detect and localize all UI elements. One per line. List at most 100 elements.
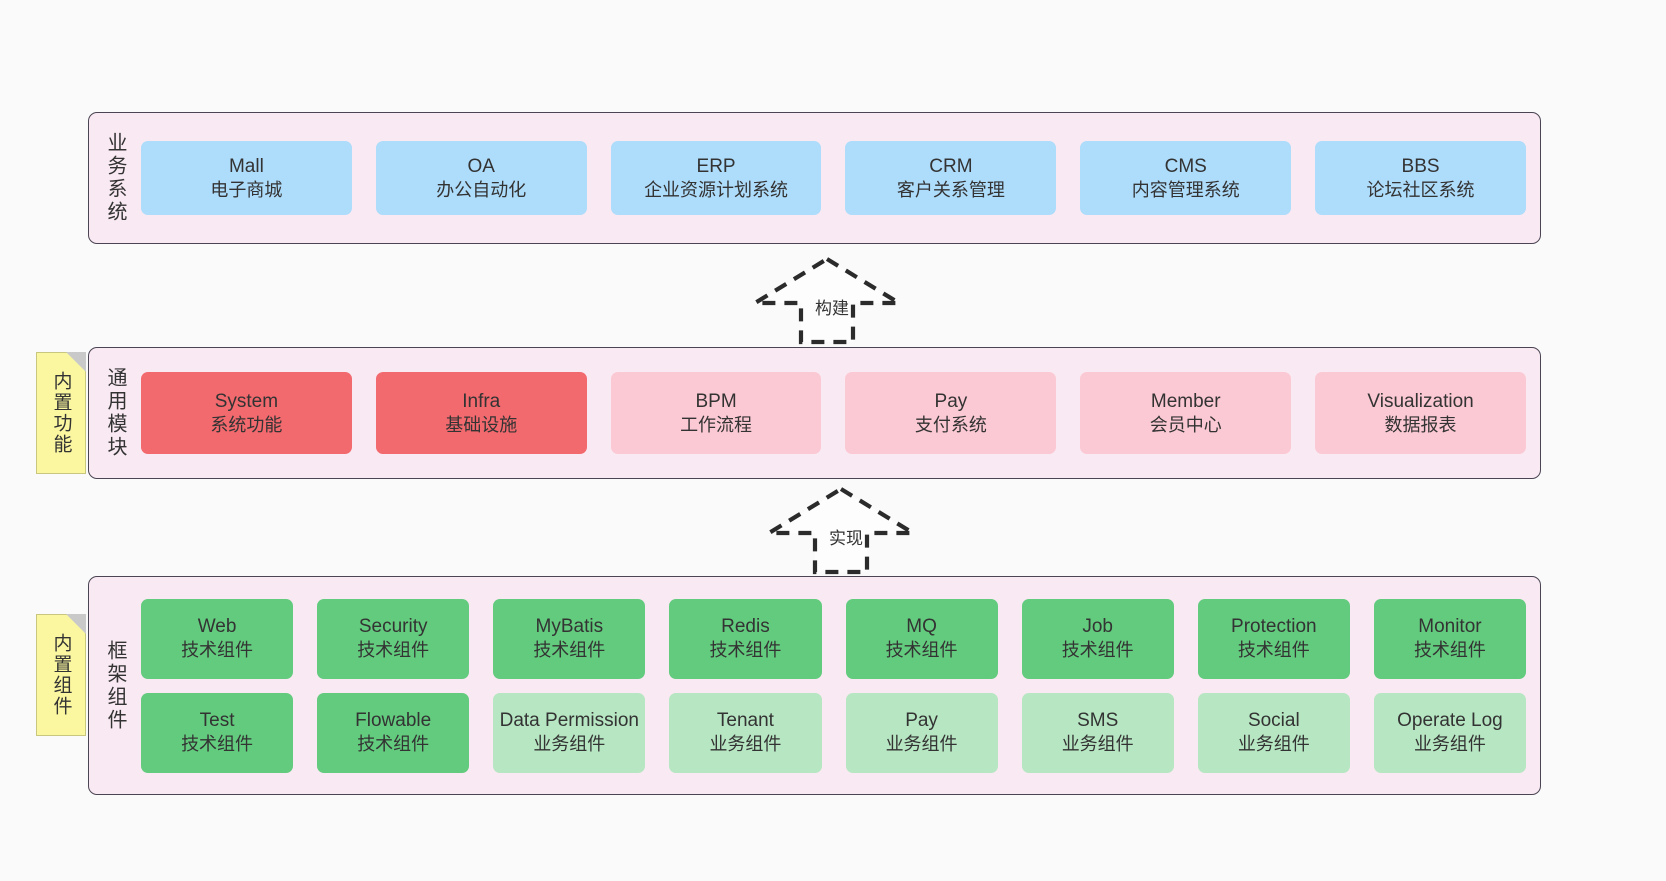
node-title-en: Mall <box>228 155 264 177</box>
node-title-en: MyBatis <box>535 616 604 638</box>
node-visualization[interactable]: Visualization 数据报表 <box>1315 372 1526 454</box>
node-monitor[interactable]: Monitor 技术组件 <box>1373 598 1526 679</box>
node-title-en: Operate Log <box>1397 710 1503 732</box>
node-bpm[interactable]: BPM 工作流程 <box>610 372 822 454</box>
node-title-en: Infra <box>462 390 501 412</box>
row-business-1: Mall 电子商城 OA 办公自动化 ERP 企业资源计划系统 CRM 客户关系… <box>141 141 1526 215</box>
node-title-en: Pay <box>905 710 938 732</box>
node-title-cn: 会员中心 <box>1149 414 1222 435</box>
layer-body-business: Mall 电子商城 OA 办公自动化 ERP 企业资源计划系统 CRM 客户关系… <box>141 113 1540 243</box>
node-title-cn: 工作流程 <box>680 414 753 435</box>
node-title-cn: 技术组件 <box>181 640 254 661</box>
layer-title-business: 业务系统 <box>104 132 126 224</box>
node-title-cn: 业务组件 <box>1061 734 1134 755</box>
node-title-en: Member <box>1150 390 1221 412</box>
node-pay-component[interactable]: Pay 业务组件 <box>845 692 998 773</box>
node-title-cn: 技术组件 <box>1237 640 1310 661</box>
node-title-cn: 企业资源计划系统 <box>644 179 789 200</box>
node-title-cn: 内容管理系统 <box>1131 179 1240 200</box>
node-title-en: CMS <box>1164 155 1207 177</box>
layer-framework-component: 框架组件 Web 技术组件 Security 技术组件 MyBatis 技术组件… <box>88 576 1541 795</box>
node-title-en: Flowable <box>355 710 432 732</box>
node-title-cn: 技术组件 <box>1061 640 1134 661</box>
node-protection[interactable]: Protection 技术组件 <box>1197 598 1350 679</box>
tag-builtin-component: 内置组件 <box>36 614 86 736</box>
row-framework-2: Test 技术组件 Flowable 技术组件 Data Permission … <box>141 692 1526 773</box>
node-sms[interactable]: SMS 业务组件 <box>1021 692 1174 773</box>
node-web[interactable]: Web 技术组件 <box>141 598 294 679</box>
node-job[interactable]: Job 技术组件 <box>1021 598 1174 679</box>
layer-body-common: System 系统功能 Infra 基础设施 BPM 工作流程 Pay 支付系统… <box>141 348 1540 478</box>
node-mall[interactable]: Mall 电子商城 <box>141 141 352 215</box>
layer-common-module: 通用模块 System 系统功能 Infra 基础设施 BPM 工作流程 Pay… <box>88 347 1541 479</box>
node-title-en: Social <box>1247 710 1300 732</box>
node-title-en: SMS <box>1077 710 1119 732</box>
node-title-cn: 技术组件 <box>357 640 430 661</box>
node-title-cn: 办公自动化 <box>436 179 527 200</box>
node-title-en: Pay <box>934 390 968 412</box>
node-title-cn: 客户关系管理 <box>896 179 1005 200</box>
node-crm[interactable]: CRM 客户关系管理 <box>845 141 1057 215</box>
node-operate-log[interactable]: Operate Log 业务组件 <box>1373 692 1526 773</box>
node-title-cn: 技术组件 <box>709 640 782 661</box>
node-title-en: System <box>214 390 279 412</box>
node-bbs[interactable]: BBS 论坛社区系统 <box>1315 141 1526 215</box>
node-title-cn: 系统功能 <box>210 414 283 435</box>
node-title-en: Protection <box>1231 616 1317 638</box>
node-mybatis[interactable]: MyBatis 技术组件 <box>493 598 646 679</box>
node-pay-module[interactable]: Pay 支付系统 <box>845 372 1057 454</box>
layer-title-common: 通用模块 <box>104 367 126 459</box>
arrow-build-label: 构建 <box>815 299 849 318</box>
node-system[interactable]: System 系统功能 <box>141 372 352 454</box>
node-title-en: Visualization <box>1367 390 1474 412</box>
node-cms[interactable]: CMS 内容管理系统 <box>1080 141 1292 215</box>
node-data-permission[interactable]: Data Permission 业务组件 <box>493 692 646 773</box>
arrow-implement: 实现 <box>761 486 921 575</box>
node-title-cn: 基础设施 <box>445 414 518 435</box>
node-title-en: OA <box>467 155 495 177</box>
node-title-en: Redis <box>721 616 770 638</box>
node-title-en: Web <box>197 616 237 638</box>
node-title-cn: 数据报表 <box>1384 414 1457 435</box>
node-title-cn: 技术组件 <box>357 734 430 755</box>
node-title-cn: 技术组件 <box>181 734 254 755</box>
layer-body-framework: Web 技术组件 Security 技术组件 MyBatis 技术组件 Redi… <box>141 577 1540 794</box>
layer-title-framework: 框架组件 <box>104 639 126 732</box>
node-infra[interactable]: Infra 基础设施 <box>375 372 587 454</box>
node-erp[interactable]: ERP 企业资源计划系统 <box>610 141 822 215</box>
node-title-cn: 论坛社区系统 <box>1366 179 1475 200</box>
node-title-en: ERP <box>696 155 736 177</box>
node-title-en: MQ <box>906 616 937 638</box>
node-security[interactable]: Security 技术组件 <box>317 598 470 679</box>
node-title-cn: 业务组件 <box>1237 734 1310 755</box>
arrow-build: 构建 <box>747 256 907 345</box>
node-title-en: BBS <box>1401 155 1440 177</box>
node-title-cn: 业务组件 <box>1413 734 1486 755</box>
node-oa[interactable]: OA 办公自动化 <box>375 141 587 215</box>
arrow-implement-shape <box>761 486 921 575</box>
node-title-en: BPM <box>695 390 737 412</box>
node-title-cn: 技术组件 <box>1413 640 1486 661</box>
node-title-en: Monitor <box>1418 616 1482 638</box>
node-test[interactable]: Test 技术组件 <box>141 692 294 773</box>
node-title-cn: 业务组件 <box>709 734 782 755</box>
node-title-en: Tenant <box>716 710 774 732</box>
node-member[interactable]: Member 会员中心 <box>1080 372 1292 454</box>
node-title-en: CRM <box>929 155 973 177</box>
node-title-en: Security <box>358 616 428 638</box>
node-mq[interactable]: MQ 技术组件 <box>845 598 998 679</box>
node-title-cn: 技术组件 <box>885 640 958 661</box>
node-flowable[interactable]: Flowable 技术组件 <box>317 692 470 773</box>
node-title-cn: 电子商城 <box>210 179 283 200</box>
row-framework-1: Web 技术组件 Security 技术组件 MyBatis 技术组件 Redi… <box>141 598 1526 679</box>
layer-business-system: 业务系统 Mall 电子商城 OA 办公自动化 ERP 企业资源计划系统 CRM… <box>88 112 1541 244</box>
node-tenant[interactable]: Tenant 业务组件 <box>669 692 822 773</box>
node-title-cn: 技术组件 <box>533 640 606 661</box>
node-title-cn: 支付系统 <box>914 414 987 435</box>
node-social[interactable]: Social 业务组件 <box>1197 692 1350 773</box>
node-redis[interactable]: Redis 技术组件 <box>669 598 822 679</box>
arrow-build-shape <box>747 256 907 345</box>
node-title-cn: 业务组件 <box>533 734 606 755</box>
arrow-implement-label: 实现 <box>829 529 863 548</box>
